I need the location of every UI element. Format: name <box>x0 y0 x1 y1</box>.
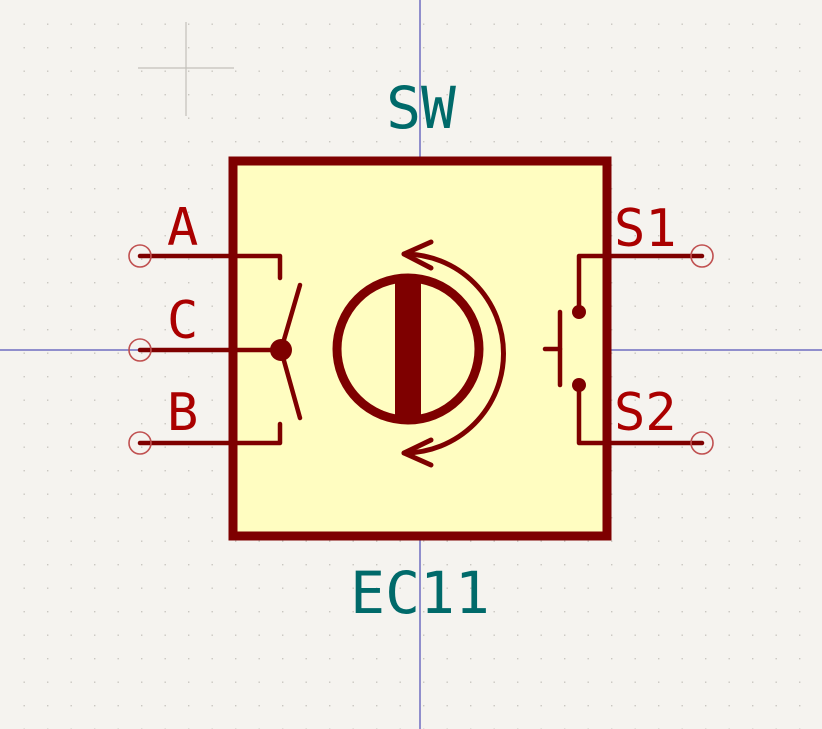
reference-designator[interactable]: SW <box>386 74 456 142</box>
component-value[interactable]: EC11 <box>350 559 490 627</box>
pin-end-s1[interactable] <box>690 244 714 268</box>
common-contact-dot <box>270 339 292 361</box>
switch-contact-top <box>572 305 586 319</box>
pin-end-c[interactable] <box>128 338 152 362</box>
rotation-arrow-icon <box>401 239 506 468</box>
pin-label-s1: S1 <box>614 199 677 259</box>
pin-ends <box>128 244 714 455</box>
encoder-contacts-icon <box>230 253 303 446</box>
push-switch-icon <box>542 253 610 446</box>
pin-label-b: B <box>167 383 198 443</box>
switch-contact-bottom <box>572 378 586 392</box>
rotary-encoder-knob-icon <box>332 273 484 425</box>
pin-end-a[interactable] <box>128 244 152 268</box>
grid-origin-marker <box>138 22 234 116</box>
pin-label-c: C <box>167 291 198 351</box>
pin-label-a: A <box>167 198 198 258</box>
pin-label-s2: S2 <box>614 383 677 443</box>
pin-lines <box>137 253 705 446</box>
pin-end-s2[interactable] <box>690 431 714 455</box>
pin-end-b[interactable] <box>128 431 152 455</box>
